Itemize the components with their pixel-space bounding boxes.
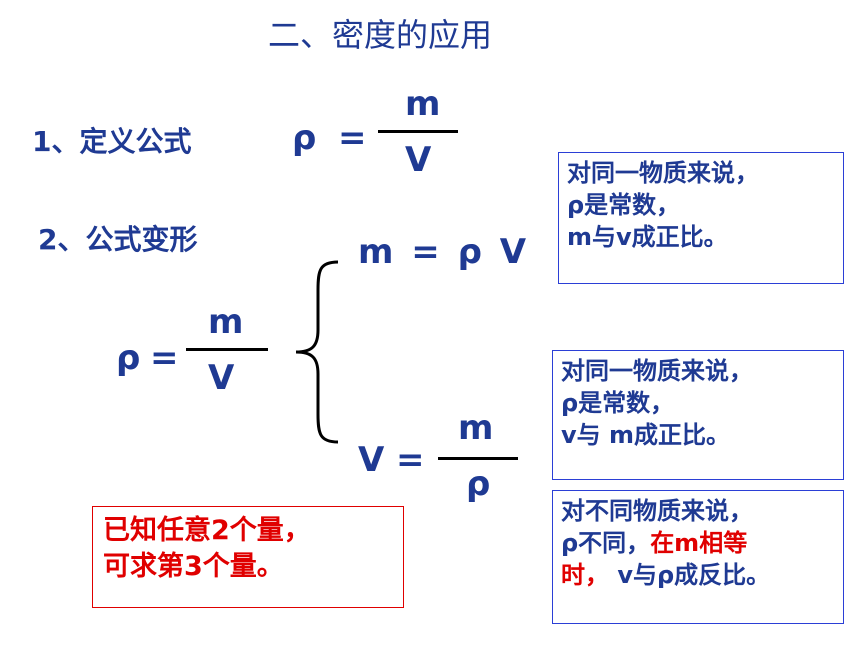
curly-brace-icon [295, 260, 339, 444]
definition-numerator: m [405, 84, 441, 124]
volume-formula-lhs: V [358, 440, 385, 480]
formula-mass: m = ρ V [358, 232, 527, 272]
note-box-2-line-3: v与 m成正比。 [561, 421, 731, 449]
note-box-2-line-1: 对同一物质来说， [561, 357, 753, 385]
highlight-equal-mass: 在m相等 [650, 529, 748, 557]
highlight-when: 时， [561, 561, 609, 589]
volume-formula-fraction-bar [438, 457, 518, 460]
transform-label: 2、公式变形 [38, 223, 198, 256]
note-box-3-line-1: 对不同物质来说， [561, 497, 753, 525]
main-formula-denominator: V [208, 358, 235, 398]
note-box-2-line-2: ρ是常数， [561, 389, 675, 417]
definition-lhs: ρ [292, 118, 317, 158]
note-box-1-line-1: 对同一物质来说， [567, 159, 759, 187]
red-box-line-1: 已知任意2个量， [103, 515, 311, 546]
note-box-inverse-proportional: 对不同物质来说， ρ不同，在m相等 时， v与ρ成反比。 [552, 490, 844, 624]
definition-label: 1、定义公式 [32, 125, 192, 158]
red-box-line-2: 可求第3个量。 [103, 551, 284, 582]
main-formula-numerator: m [208, 302, 244, 342]
note-box-3-line-2: ρ不同，在m相等 [561, 529, 748, 557]
main-formula-fraction-bar [186, 348, 268, 351]
definition-eq: = [338, 118, 367, 158]
note-box-volume-proportional: 对同一物质来说， ρ是常数， v与 m成正比。 [552, 350, 844, 480]
main-formula-lhs: ρ [116, 338, 141, 378]
page-title: 二、密度的应用 [268, 16, 493, 54]
note-box-mass-proportional: 对同一物质来说， ρ是常数， m与v成正比。 [558, 152, 844, 284]
note-box-3-line-3: 时， v与ρ成反比。 [561, 561, 771, 589]
definition-denominator: V [405, 140, 432, 180]
note-box-1-line-2: ρ是常数， [567, 191, 681, 219]
volume-formula-eq: = [396, 440, 425, 480]
main-formula-eq: = [150, 338, 179, 378]
note-box-1-line-3: m与v成正比。 [567, 223, 728, 251]
volume-formula-numerator: m [458, 408, 494, 448]
volume-formula-denominator: ρ [466, 464, 491, 504]
known-quantities-box: 已知任意2个量， 可求第3个量。 [92, 506, 404, 608]
definition-fraction-bar [378, 130, 458, 133]
